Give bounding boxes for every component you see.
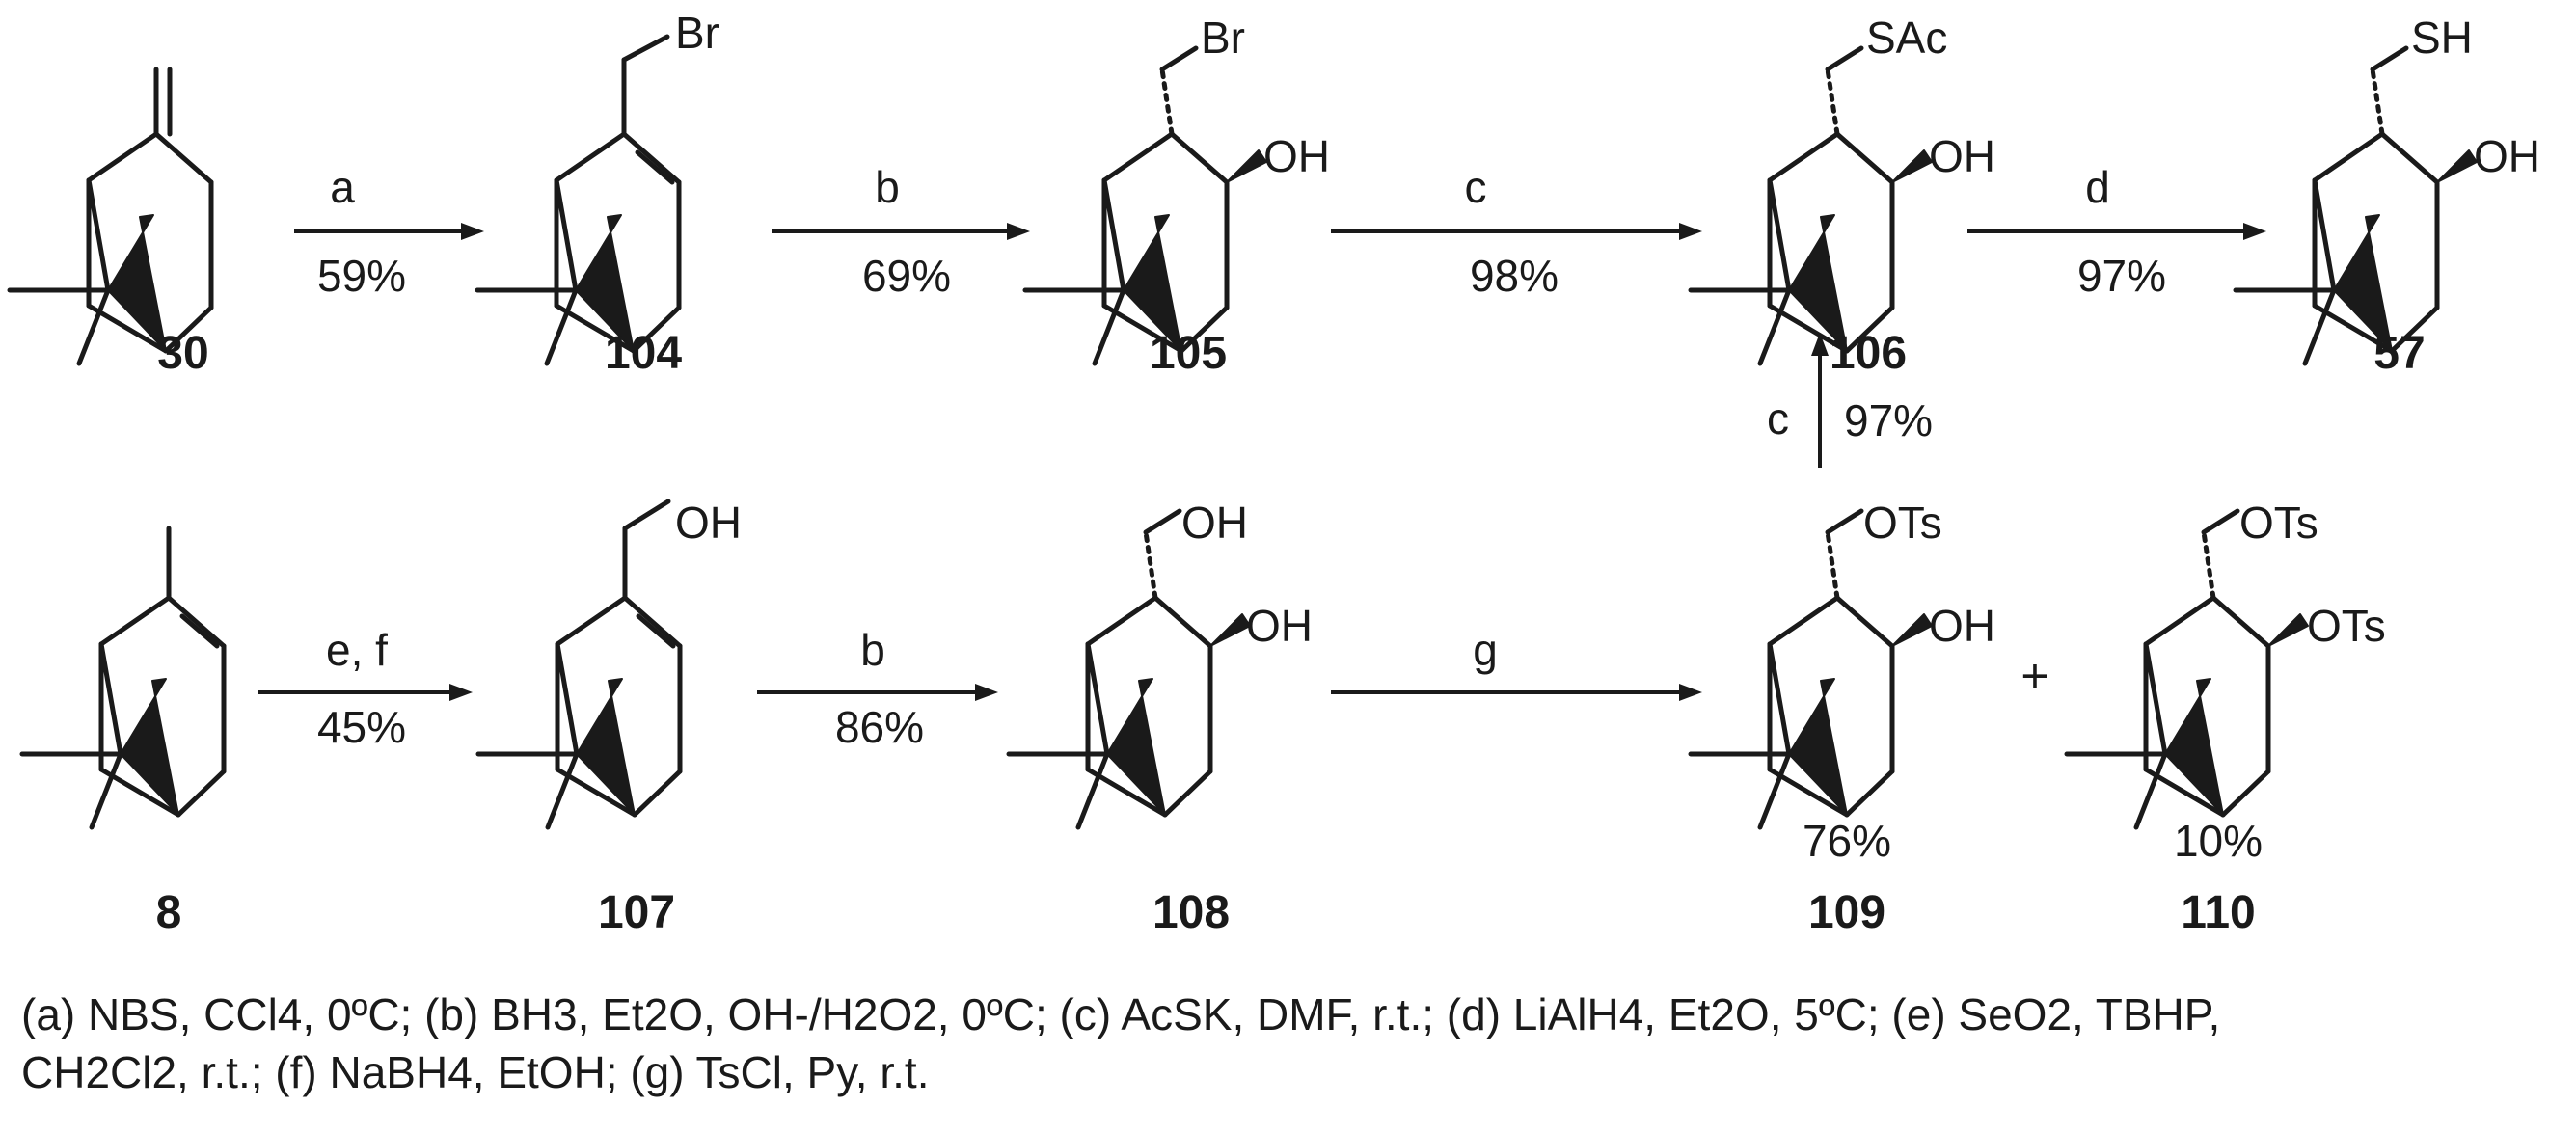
arrow-c-top-reagent: c	[1465, 162, 1487, 212]
compound-107-label: 107	[598, 887, 675, 938]
conditions-line-1: (a) NBS, CCl4, 0ºC; (b) BH3, Et2O, OH-/H…	[21, 989, 2221, 1039]
compound-57-substituent: SH	[2411, 13, 2473, 63]
compound-106-label: 106	[1830, 328, 1907, 379]
arrow-b-bottom-reagent: b	[860, 625, 885, 675]
arrow-c-top: c 98%	[1331, 162, 1702, 301]
compound-106-structure	[1691, 45, 1933, 364]
compound-108-substituent: OH	[1181, 498, 1248, 548]
compound-109-substituent: OTs	[1863, 498, 1942, 548]
arrow-d-yield: 97%	[2077, 251, 2166, 301]
compound-104-structure	[477, 34, 679, 364]
compound-110-label: 110	[2181, 887, 2255, 938]
arrow-e-f: e, f 45%	[258, 625, 473, 752]
arrow-b-yield: 69%	[862, 251, 951, 301]
arrow-b-reagent: b	[875, 162, 900, 212]
compound-108-label: 108	[1152, 887, 1230, 938]
arrow-d-reagent: d	[2085, 162, 2110, 212]
arrow-d: d 97%	[1967, 162, 2266, 301]
arrow-c-vertical: c 97%	[1767, 333, 1933, 468]
compound-110-substituent: OTs	[2239, 498, 2318, 548]
compound-107-structure	[478, 499, 680, 827]
compound-30-label: 30	[157, 328, 208, 379]
compound-108-hydroxyl: OH	[1246, 601, 1313, 651]
arrow-c-vertical-yield: 97%	[1844, 395, 1933, 445]
compound-105-hydroxyl: OH	[1263, 131, 1330, 181]
compound-105-structure	[1025, 45, 1267, 364]
arrow-e-f-yield: 45%	[317, 702, 406, 752]
compound-109-structure	[1691, 508, 1933, 827]
compound-8-structure	[22, 526, 224, 827]
plus-sign: +	[2020, 649, 2048, 703]
arrow-b-bottom: b 86%	[757, 625, 998, 752]
compound-109-label: 109	[1808, 887, 1885, 938]
compound-106-substituent: SAc	[1866, 13, 1947, 63]
compound-110-structure	[2067, 508, 2309, 827]
arrow-a-reagent: a	[330, 162, 355, 212]
compound-110-hydroxyl: OTs	[2307, 601, 2386, 651]
arrow-a: a 59%	[294, 162, 484, 301]
compound-57-structure	[2236, 45, 2478, 364]
compound-57-hydroxyl: OH	[2474, 131, 2540, 181]
compound-108-structure	[1009, 508, 1251, 827]
compound-105-label: 105	[1150, 328, 1227, 379]
compound-105-substituent: Br	[1201, 13, 1245, 63]
arrow-g-reagent: g	[1473, 625, 1498, 675]
compound-104-substituent: Br	[675, 8, 719, 58]
arrow-b-bottom-yield: 86%	[835, 702, 924, 752]
compound-106-hydroxyl: OH	[1929, 131, 1995, 181]
conditions-line-2: CH2Cl2, r.t.; (f) NaBH4, EtOH; (g) TsCl,…	[21, 1047, 930, 1097]
compound-109-yield: 76%	[1803, 816, 1891, 866]
arrow-g: g	[1331, 625, 1702, 701]
arrow-c-top-yield: 98%	[1470, 251, 1559, 301]
reaction-conditions: (a) NBS, CCl4, 0ºC; (b) BH3, Et2O, OH-/H…	[21, 985, 2558, 1101]
compound-110-yield: 10%	[2174, 816, 2263, 866]
compound-57-label: 57	[2373, 328, 2425, 379]
compound-30-structure	[10, 67, 211, 364]
arrow-a-yield: 59%	[317, 251, 406, 301]
arrow-c-vertical-reagent: c	[1767, 393, 1789, 444]
compound-107-substituent: OH	[675, 498, 742, 548]
arrow-b: b 69%	[772, 162, 1030, 301]
arrow-e-f-reagent: e, f	[326, 625, 388, 675]
compound-109-hydroxyl: OH	[1929, 601, 1995, 651]
compound-8-label: 8	[156, 887, 182, 938]
compound-104-label: 104	[605, 328, 682, 379]
